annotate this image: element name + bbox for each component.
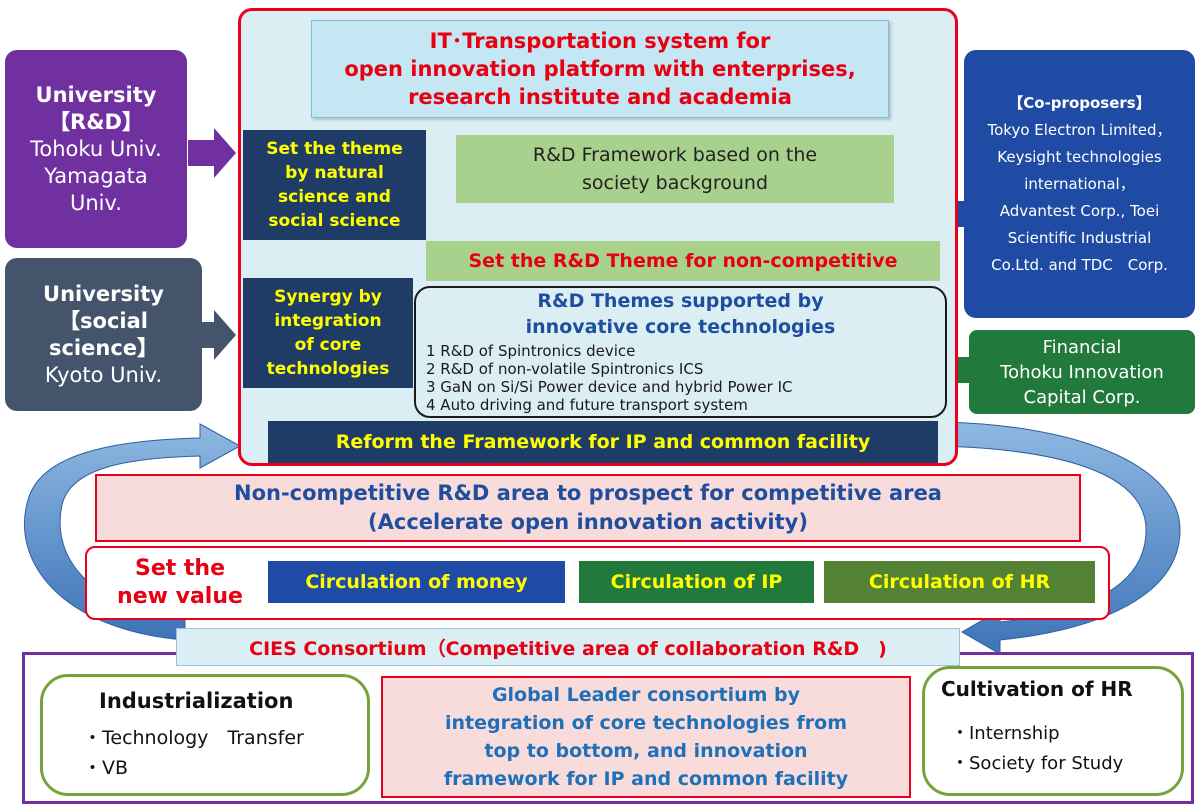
rd-themes-head-2: innovative core technologies: [525, 316, 836, 338]
circulation-ip-text: Circulation of IP: [610, 571, 783, 593]
global-line-1: Global Leader consortium by: [491, 684, 801, 706]
new-value-line-1: Set the: [134, 556, 226, 581]
global-leader-box: Global Leader consortium by integration …: [381, 676, 911, 798]
cycle-arrow-right: [939, 421, 1181, 655]
coproposers-line-6: Co.Ltd. and TDC Corp.: [991, 255, 1168, 274]
title-line-2: open innovation platform with enterprise…: [344, 57, 856, 81]
noncomp-line-1: Non-competitive R&D area to prospect for…: [234, 481, 942, 505]
platform-title: IT･Transportation system for open innova…: [311, 20, 889, 118]
synergy-box: Synergy by integration of core technolog…: [243, 278, 413, 388]
univ-social-line-1: Kyoto Univ.: [44, 362, 163, 387]
industrialization-box: Industrialization ・Technology Transfer ・…: [40, 674, 370, 796]
coproposers-line-4: Advantest Corp., Toei: [999, 201, 1160, 220]
rd-theme-item-2: 2 R&D of non-volatile Spintronics ICS: [426, 360, 704, 378]
framework-line-1: R&D Framework based on the: [532, 144, 818, 166]
industrialization-item-1: ・Technology Transfer: [83, 727, 304, 749]
coproposers-head: 【Co-proposers】: [1008, 93, 1151, 112]
financial-box: Financial Tohoku Innovation Capital Corp…: [969, 330, 1195, 414]
reform-text: Reform the Framework for IP and common f…: [335, 431, 871, 453]
arrow-univ-rd: [188, 128, 236, 178]
cultivation-item-2: ・Society for Study: [951, 753, 1124, 774]
financial-line-3: Capital Corp.: [1023, 386, 1141, 408]
cies-text: CIES Consortium（Competitive area of coll…: [249, 637, 887, 660]
coproposers-line-2: Keysight technologies: [997, 147, 1162, 166]
coproposers-line-1: Tokyo Electron Limited，: [987, 120, 1172, 139]
global-line-2: integration of core technologies from: [444, 712, 848, 734]
title-line-3: research institute and academia: [408, 85, 792, 109]
industrialization-head: Industrialization: [99, 689, 294, 713]
rd-theme-item-1: 1 R&D of Spintronics device: [426, 342, 636, 360]
univ-rd-head-2: 【R&D】: [49, 109, 143, 134]
university-rd-box: University 【R&D】 Tohoku Univ. Yamagata U…: [5, 50, 187, 248]
coproposers-line-5: Scientific Industrial: [1007, 228, 1152, 247]
rd-themes-list: 1 R&D of Spintronics device 2 R&D of non…: [426, 342, 792, 414]
arrow-univ-social: [202, 310, 236, 360]
circulation-hr-text: Circulation of HR: [868, 571, 1051, 593]
univ-social-head-2: 【social: [59, 308, 148, 333]
theme-line-4: social science: [268, 211, 401, 231]
rd-theme-item-3: 3 GaN on Si/Si Power device and hybrid P…: [426, 378, 793, 396]
new-value-label: Set the new value: [95, 550, 265, 616]
cultivation-box: Cultivation of HR ・Internship ・Society f…: [922, 666, 1184, 796]
university-social-box: University 【social science】 Kyoto Univ.: [5, 258, 202, 411]
rd-theme-item-4: 4 Auto driving and future transport syst…: [426, 396, 748, 414]
cycle-arrow-left: [23, 423, 242, 641]
circulation-ip-box: Circulation of IP: [579, 561, 814, 603]
global-line-4: framework for IP and common facility: [443, 768, 849, 790]
title-line-1: IT･Transportation system for: [429, 29, 771, 53]
new-value-line-2: new value: [117, 584, 243, 609]
financial-line-2: Tohoku Innovation: [1000, 361, 1164, 383]
coproposers-box: 【Co-proposers】 Tokyo Electron Limited， K…: [964, 50, 1195, 318]
synergy-line-3: of core: [294, 335, 362, 355]
circulation-money-box: Circulation of money: [268, 561, 565, 603]
synergy-line-1: Synergy by: [274, 287, 382, 307]
circulation-money-text: Circulation of money: [305, 571, 528, 593]
circulation-hr-box: Circulation of HR: [824, 561, 1095, 603]
univ-rd-head-1: University: [35, 82, 157, 107]
set-rd-theme-bar: Set the R&D Theme for non-competitive: [426, 241, 940, 281]
univ-social-head-3: science】: [48, 335, 159, 360]
cultivation-item-1: ・Internship: [951, 723, 1060, 744]
set-rd-theme-text: Set the R&D Theme for non-competitive: [468, 250, 898, 272]
rd-themes-head-1: R&D Themes supported by: [537, 290, 824, 312]
rd-themes-box: R&D Themes supported by innovative core …: [414, 286, 947, 418]
univ-rd-line-1: Tohoku Univ.: [30, 136, 162, 161]
reform-bar: Reform the Framework for IP and common f…: [268, 421, 938, 463]
financial-line-1: Financial: [1042, 336, 1122, 358]
coproposers-line-3: international，: [1024, 174, 1135, 193]
theme-line-2: by natural: [285, 163, 384, 183]
global-line-3: top to bottom, and innovation: [484, 740, 808, 762]
univ-rd-line-3: Univ.: [70, 190, 122, 215]
theme-line-1: Set the theme: [266, 139, 403, 159]
univ-social-head-1: University: [43, 281, 164, 306]
synergy-line-4: technologies: [266, 359, 390, 379]
framework-box: R&D Framework based on the society backg…: [456, 135, 894, 203]
set-theme-box: Set the theme by natural science and soc…: [243, 130, 426, 240]
noncomp-line-2: (Accelerate open innovation activity): [368, 510, 808, 534]
univ-rd-line-2: Yamagata: [44, 163, 148, 188]
synergy-line-2: integration: [274, 311, 382, 331]
framework-line-2: society background: [581, 172, 769, 194]
cultivation-head: Cultivation of HR: [941, 677, 1133, 701]
cies-bar: CIES Consortium（Competitive area of coll…: [176, 628, 960, 666]
noncompetitive-box: Non-competitive R&D area to prospect for…: [95, 474, 1081, 542]
industrialization-item-2: ・VB: [83, 757, 129, 779]
theme-line-3: science and: [278, 187, 391, 207]
